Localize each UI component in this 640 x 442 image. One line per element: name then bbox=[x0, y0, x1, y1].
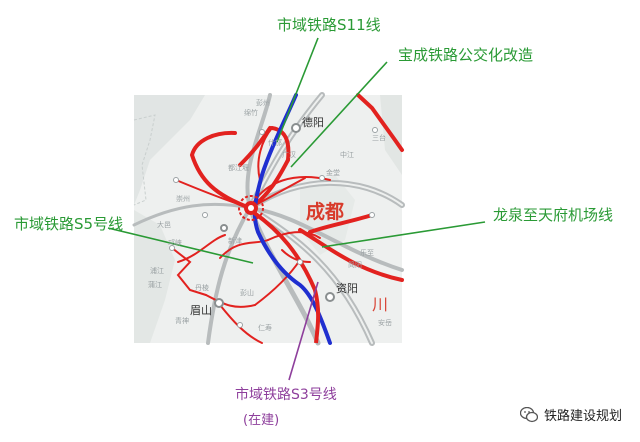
deyang-node bbox=[291, 123, 301, 133]
s3-leader bbox=[288, 281, 319, 381]
chengdu-hub bbox=[238, 195, 264, 221]
callout-s5: 市域铁路S5号线 bbox=[14, 215, 124, 233]
northwest-loop-line bbox=[189, 130, 252, 210]
baocheng-leader bbox=[290, 61, 388, 168]
northeast-line bbox=[356, 93, 404, 152]
minor-place-label: 广汉 bbox=[282, 151, 296, 159]
map-label-deyang: 德阳 bbox=[302, 116, 324, 129]
wechat-icon bbox=[519, 406, 538, 422]
minor-place-label: 都江堰 bbox=[228, 164, 249, 172]
minor-place-label: 三台 bbox=[372, 134, 386, 142]
minor-place-label: 什邡 bbox=[268, 139, 282, 147]
deyang-link-line bbox=[246, 126, 291, 212]
minor-place-label: 蒲江 bbox=[148, 281, 162, 289]
callout-leaders bbox=[107, 37, 486, 381]
xinjin-node bbox=[220, 224, 228, 232]
s11-s3-blue-line bbox=[252, 93, 332, 345]
minor-place-label: 金堂 bbox=[326, 169, 340, 177]
chengdu-ziyang-line bbox=[248, 208, 321, 344]
callout-s3-status: (在建) bbox=[243, 413, 280, 428]
map-label-meishan: 眉山 bbox=[190, 304, 212, 317]
s5-leader bbox=[107, 227, 254, 264]
s11-leader bbox=[276, 37, 319, 143]
callout-s11: 市域铁路S11线 bbox=[277, 16, 381, 34]
map-label-chengdu: 成都 bbox=[306, 201, 345, 223]
minor-place-label: 彭州 bbox=[256, 99, 270, 107]
minor-place-label: 中江 bbox=[340, 151, 354, 159]
minor-nodes bbox=[169, 127, 378, 328]
minor-place-label: 青神 bbox=[175, 317, 189, 325]
minor-place-label: 崇州 bbox=[176, 195, 190, 203]
planned-thick-lines bbox=[189, 93, 404, 282]
watermark: 铁路建设规划 bbox=[519, 405, 622, 424]
map-label-ziyang: 资阳 bbox=[336, 282, 358, 295]
meishan-node bbox=[214, 298, 224, 308]
minor-place-label: 新津 bbox=[228, 237, 242, 245]
longquan-leader bbox=[321, 221, 486, 248]
minor-place-label: 浦江 bbox=[150, 267, 164, 275]
city-nodes bbox=[214, 123, 335, 308]
ziyang-node bbox=[325, 292, 335, 302]
tianfu-east-line bbox=[308, 213, 374, 234]
watermark-text: 铁路建设规划 bbox=[543, 409, 622, 424]
longquan-tianfu-airport-line bbox=[298, 228, 404, 282]
minor-place-label: 乐至 bbox=[360, 249, 374, 257]
minor-place-label: 邛崃 bbox=[168, 239, 182, 247]
callout-s3: 市域铁路S3号线 bbox=[235, 387, 337, 403]
callout-baocheng: 宝成铁路公交化改造 bbox=[398, 46, 534, 64]
callout-longquan: 龙泉至天府机场线 bbox=[493, 206, 614, 224]
minor-place-label: 丹棱 bbox=[195, 284, 209, 292]
minor-place-label: 安岳 bbox=[378, 319, 392, 327]
minor-place-label: 绵竹 bbox=[244, 109, 258, 117]
baocheng-link-line bbox=[238, 126, 272, 167]
minor-place-label: 简阳 bbox=[348, 261, 362, 269]
minor-place-label: 大邑 bbox=[157, 221, 171, 229]
map-label-province: 川 bbox=[372, 295, 391, 314]
minor-place-label: 仁寿 bbox=[258, 324, 272, 332]
minor-place-label: 彭山 bbox=[240, 289, 254, 297]
